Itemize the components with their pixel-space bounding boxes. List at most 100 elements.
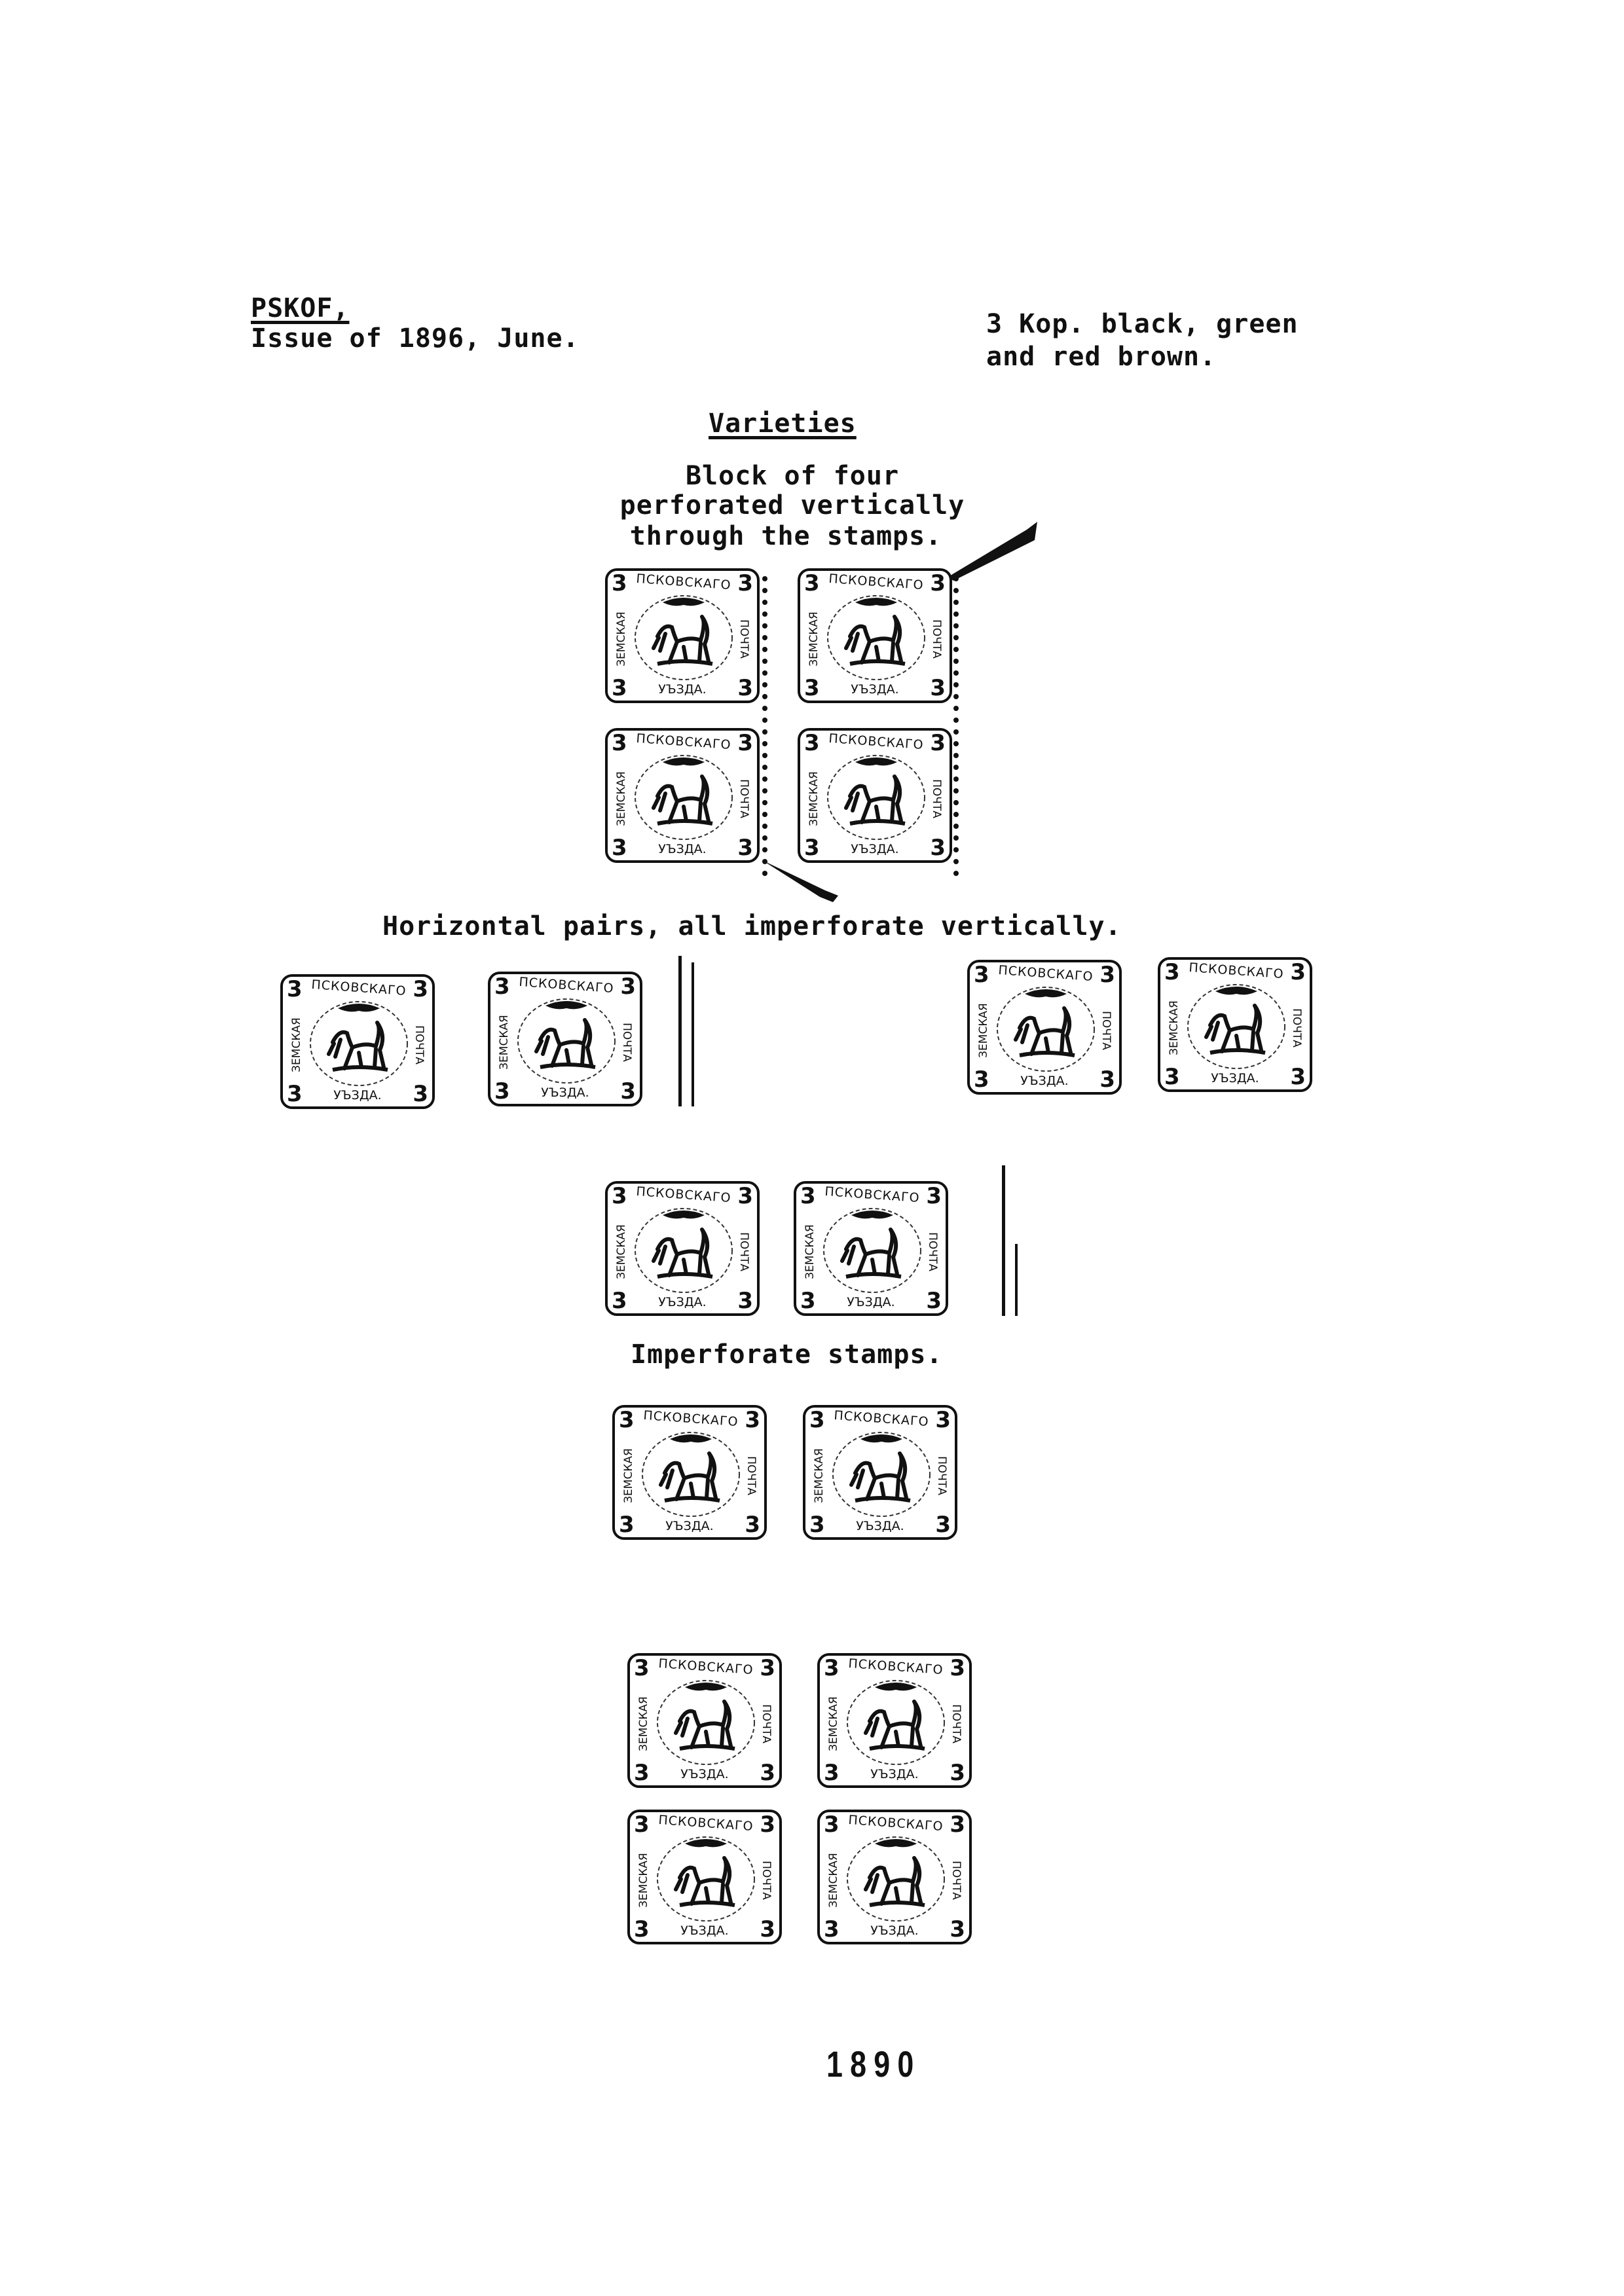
stamp-top-text: ПСКОВСКАГО: [635, 1184, 732, 1206]
perforation-dot: [953, 659, 959, 664]
stamp-top-text: ПСКОВСКАГО: [635, 571, 732, 593]
perforation-dot: [762, 824, 767, 829]
lion-emblem-icon: [847, 1680, 945, 1765]
perforation-dot: [953, 729, 959, 735]
caption-horizontal-pairs: Horizontal pairs, all imperforate vertic…: [382, 911, 1122, 941]
stamp-value: 3: [413, 976, 428, 1002]
stamp-bottom-text: УЪЗДА.: [665, 1519, 714, 1533]
perforation-dot: [762, 800, 767, 805]
perforation-dot: [953, 635, 959, 640]
stamp-value: 3: [1099, 1066, 1115, 1093]
perforation-dot: [762, 765, 767, 770]
stamp-value: 3: [612, 570, 627, 596]
stamp-value: 3: [824, 1916, 840, 1942]
perforation-dot: [953, 623, 959, 629]
stamp-value: 3: [974, 962, 989, 988]
stamp-value: 3: [1290, 959, 1306, 985]
margin-line: [1002, 1165, 1005, 1316]
stamp-top-text: ПСКОВСКАГО: [833, 1408, 930, 1430]
arrow-bottom-pointer: [762, 860, 838, 902]
perforation-dot: [762, 788, 767, 793]
stamp-right-text: ПОЧТА: [930, 619, 943, 659]
stamp-value: 3: [800, 1183, 816, 1209]
lion-emblem-icon: [635, 595, 733, 680]
stamp-right-text: ПОЧТА: [760, 1861, 773, 1900]
perforation-dot: [762, 729, 767, 735]
perforation-dot: [953, 600, 959, 605]
arrow-top-pointer: [948, 522, 1037, 581]
stamp-value: 3: [935, 1407, 951, 1433]
stamp-value: 3: [926, 1183, 942, 1209]
lion-emblem-icon: [827, 755, 925, 840]
perforation-dot: [953, 812, 959, 817]
stamp-bottom-text: УЪЗДА.: [541, 1085, 589, 1100]
perforation-dot: [762, 859, 767, 864]
stamp-value: 3: [926, 1288, 942, 1314]
stamp-value: 3: [634, 1760, 650, 1786]
perforation-dot: [762, 659, 767, 664]
stamp-value: 3: [950, 1655, 965, 1681]
perforation-dot: [953, 859, 959, 864]
stamp-right-text: ПОЧТА: [950, 1704, 963, 1743]
stamp-right-text: ПОЧТА: [930, 779, 943, 818]
stamp-value: 3: [1290, 1064, 1306, 1090]
lion-emblem-icon: [657, 1836, 755, 1922]
perforation-dot: [762, 718, 767, 723]
perforation-dot: [762, 871, 767, 876]
perforation-dot: [953, 824, 959, 829]
stamp-left-text: ЗЕМСКАЯ: [813, 1448, 826, 1503]
lion-emblem-icon: [832, 1432, 931, 1517]
stamp-right-text: ПОЧТА: [745, 1456, 758, 1495]
stamp-value: 3: [809, 1407, 825, 1433]
stamp-bottom-text: УЪЗДА.: [658, 842, 707, 856]
stamp-value: 3: [760, 1812, 775, 1838]
stamp-bottom-text: УЪЗДА.: [856, 1519, 904, 1533]
stamp-value: 3: [620, 974, 636, 1000]
perforation-dot: [953, 588, 959, 593]
stamp-right-text: ПОЧТА: [737, 1232, 750, 1271]
perforation-dot: [953, 611, 959, 617]
lion-emblem-icon: [847, 1836, 945, 1922]
section-title: Varieties: [709, 409, 857, 439]
stamp-top-text: ПСКОВСКАГО: [1188, 960, 1285, 982]
stamp-bottom-text: УЪЗДА.: [680, 1767, 729, 1781]
perforation-dot: [762, 600, 767, 605]
stamp-top-text: ПСКОВСКАГО: [642, 1408, 739, 1430]
perforation-dot: [953, 670, 959, 676]
stamp-value: 3: [804, 730, 820, 756]
stamp-left-text: ЗЕМСКАЯ: [803, 1224, 817, 1279]
stamp-value: 3: [634, 1916, 650, 1942]
perforation-dot: [762, 623, 767, 629]
stamp-value: 3: [619, 1512, 635, 1538]
perforation-dot: [953, 835, 959, 841]
perforation-dot: [953, 765, 959, 770]
stamp-value: 3: [1099, 962, 1115, 988]
stamp-value: 3: [930, 675, 946, 701]
stamp-left-text: ЗЕМСКАЯ: [827, 1696, 840, 1751]
perforation-dot: [953, 800, 959, 805]
stamp-top-text: ПСКОВСКАГО: [824, 1184, 921, 1206]
stamp-top-text: ПСКОВСКАГО: [657, 1812, 754, 1834]
stamp-bottom-text: УЪЗДА.: [851, 682, 899, 697]
stamp-right-text: ПОЧТА: [413, 1025, 426, 1065]
lion-emblem-icon: [635, 755, 733, 840]
perforation-dot: [762, 776, 767, 782]
lion-emblem-icon: [997, 987, 1095, 1072]
stamp-left-text: ЗЕМСКАЯ: [615, 611, 628, 666]
margin-line: [678, 956, 682, 1106]
stamp-right-text: ПОЧТА: [737, 779, 750, 818]
stamp-left-text: ЗЕМСКАЯ: [615, 771, 628, 826]
perforation-dot: [762, 847, 767, 852]
stamp-value: 3: [737, 1183, 753, 1209]
stamp-left-text: ЗЕМСКАЯ: [637, 1853, 650, 1908]
stamp-right-text: ПОЧТА: [950, 1861, 963, 1900]
stamp-value: 3: [950, 1916, 965, 1942]
lion-emblem-icon: [823, 1208, 921, 1293]
stamp-value: 3: [930, 570, 946, 596]
stamp-value: 3: [612, 730, 627, 756]
